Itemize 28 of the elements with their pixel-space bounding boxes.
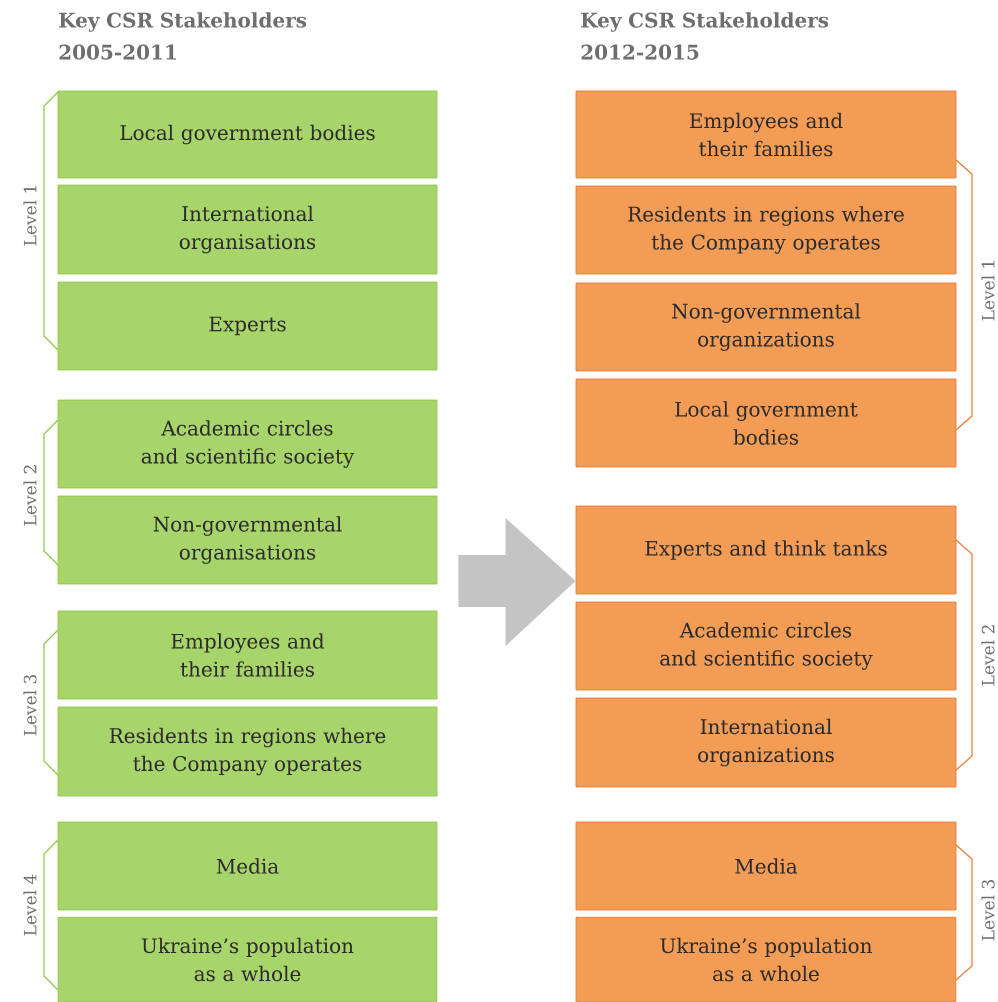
stakeholder-box: Experts [57,281,438,371]
stakeholder-box: Local government bodies [575,378,957,468]
stakeholder-box: Employees and their families [57,610,438,700]
stakeholder-box: Ukraine’s population as a whole [575,916,957,1002]
level-label: Level 3 [981,879,995,941]
column-heading: Key CSR Stakeholders 2012-2015 [581,12,829,60]
level-label: Level 1 [981,261,995,321]
stakeholder-box: Media [57,821,438,911]
stakeholder-box: Local government bodies [57,90,438,179]
level-label: Level 1 [23,186,37,246]
stakeholder-box: Non-governmental organizations [575,282,957,372]
stakeholder-box: Residents in regions where the Company operates [57,706,438,797]
stakeholder-box: Academic circles and scientific society [575,601,957,691]
level-label: Level 4 [23,874,37,936]
stakeholder-box: International organizations [575,697,957,788]
column-heading: Key CSR Stakeholders 2005-2011 [59,12,307,60]
stakeholder-box: Academic circles and scientific society [57,399,438,489]
level-label: Level 2 [981,625,995,686]
block-arrow [458,518,576,646]
stakeholder-box: Non-governmental organisations [57,495,438,585]
stakeholder-box: Ukraine’s population as a whole [57,916,438,1002]
level-label: Level 3 [23,674,37,736]
stakeholder-box: Media [575,821,957,911]
stakeholder-box: Employees and their families [575,90,957,179]
level-label: Level 2 [23,465,37,526]
stakeholder-box: Experts and think tanks [575,505,957,595]
stakeholder-box: International organisations [57,184,438,275]
stakeholder-box: Residents in regions where the Company operates [575,185,957,275]
